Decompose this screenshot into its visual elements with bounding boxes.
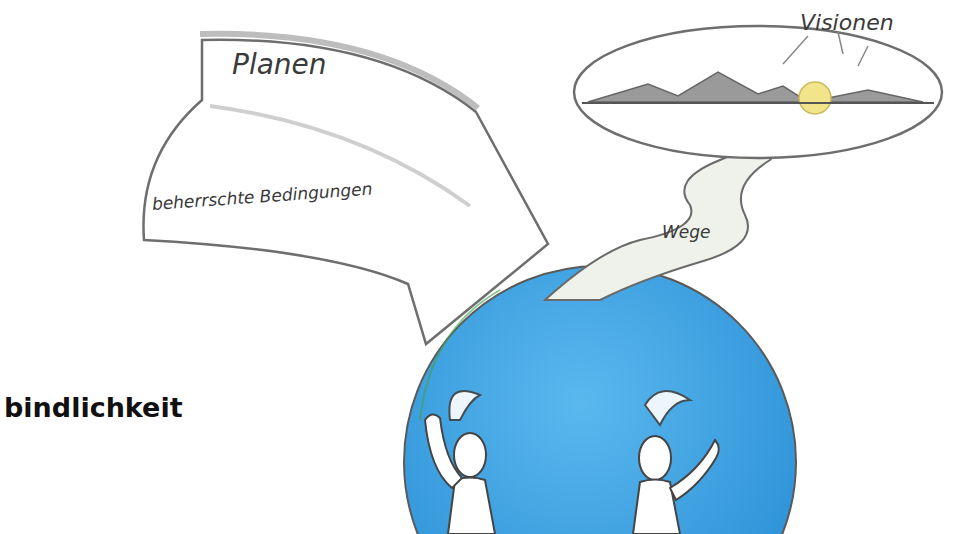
node-heading: Visionen (800, 10, 894, 35)
vision-ellipse (574, 26, 942, 158)
node-heading: Planen (232, 48, 327, 81)
mountains (588, 72, 923, 102)
planning-arrow (143, 40, 548, 344)
horizon-line (582, 102, 934, 104)
vision-ellipse-box: Visionen (568, 6, 948, 162)
sun (799, 82, 831, 114)
planning-arrow-box: Planenbeherrschte Bedingungen (140, 36, 560, 351)
sky-strokes (783, 32, 868, 66)
person-figure (633, 391, 719, 534)
heading-fragment: bindlichkeit (4, 392, 183, 423)
person-figure (425, 391, 495, 534)
path-label: Wege (662, 222, 711, 242)
